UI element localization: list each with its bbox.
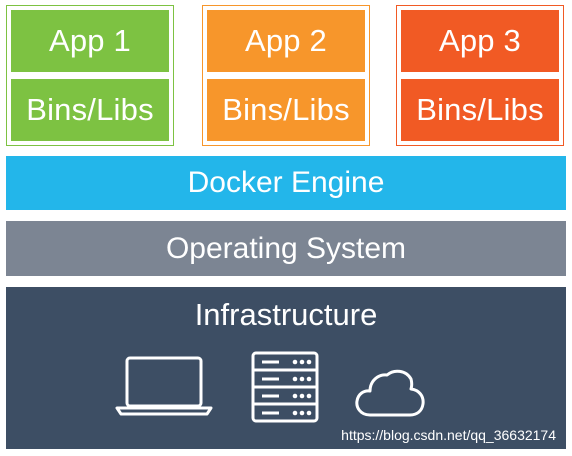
app-3-box: App 3 <box>401 10 559 72</box>
operating-system-label: Operating System <box>165 231 407 265</box>
cloud-icon <box>355 369 425 417</box>
app-1-bins-libs-label: Bins/Libs <box>26 92 154 127</box>
watermark-text: https://blog.csdn.net/qq_36632174 <box>341 427 556 443</box>
infrastructure-label: Infrastructure <box>194 297 378 332</box>
infrastructure-layer: Infrastructure https://blog.csdn.net/qq_… <box>6 287 566 449</box>
server-icon <box>251 351 319 423</box>
app-1-box: App 1 <box>11 10 169 72</box>
app-1-column: App 1 Bins/Libs <box>6 5 174 146</box>
operating-system-layer: Operating System <box>6 221 566 276</box>
app-2-bins-libs-box: Bins/Libs <box>207 79 365 141</box>
app-2-box: App 2 <box>207 10 365 72</box>
laptop-icon <box>115 356 213 416</box>
app-3-label: App 3 <box>438 23 521 58</box>
app-3-bins-libs-label: Bins/Libs <box>416 92 544 127</box>
app-1-bins-libs-box: Bins/Libs <box>11 79 169 141</box>
app-2-bins-libs-label: Bins/Libs <box>222 92 350 127</box>
app-1-label: App 1 <box>48 23 131 58</box>
app-2-label: App 2 <box>244 23 327 58</box>
docker-engine-label: Docker Engine <box>187 166 385 199</box>
app-3-column: App 3 Bins/Libs <box>396 5 564 146</box>
app-3-bins-libs-box: Bins/Libs <box>401 79 559 141</box>
app-2-column: App 2 Bins/Libs <box>202 5 370 146</box>
docker-engine-layer: Docker Engine <box>6 156 566 210</box>
